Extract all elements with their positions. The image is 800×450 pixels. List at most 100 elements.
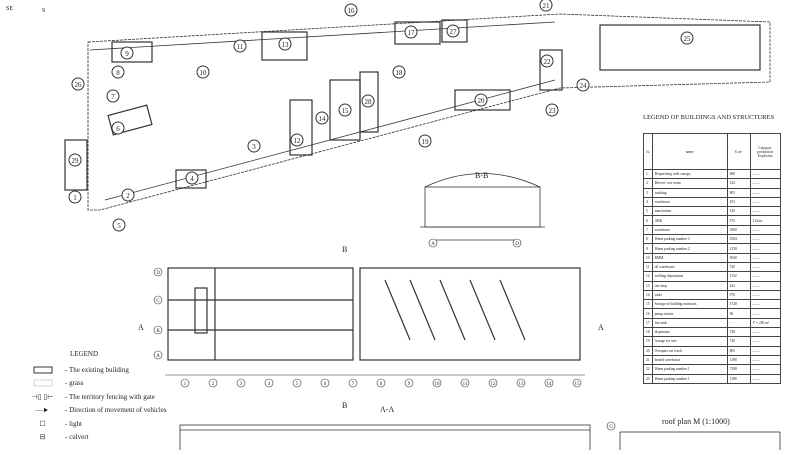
section-bb-title: B-B — [475, 171, 488, 180]
svg-text:16: 16 — [348, 7, 356, 15]
building-number-markers: 1 2 3 4 5 6 7 8 9 10 11 12 13 14 15 16 1… — [68, 0, 694, 232]
cell-number: 14 — [643, 289, 653, 301]
marker-25: 25 — [680, 31, 694, 45]
cell-number: 10 — [643, 252, 653, 263]
svg-text:B: B — [342, 245, 347, 254]
column-axis-label: 2 — [212, 382, 215, 387]
cell-number: 23 — [643, 373, 653, 384]
column-axis-marker — [292, 378, 302, 388]
cell-name: RMM — [651, 252, 728, 263]
cell-name: dispensary — [651, 327, 728, 338]
svg-text:9: 9 — [125, 50, 129, 58]
cell-area: 432 — [726, 280, 751, 291]
cell-area: 453 — [726, 196, 751, 208]
marker-13: 13 — [278, 37, 292, 51]
cell-name: Storage of building materials — [651, 299, 728, 310]
svg-text:11: 11 — [237, 43, 244, 51]
cell-area: 2158 — [726, 243, 751, 254]
svg-text:18: 18 — [396, 69, 404, 77]
svg-text:17: 17 — [408, 29, 416, 37]
column-axis-label: 5 — [296, 382, 299, 387]
cell-category: —— — [749, 196, 781, 208]
site-boundary — [87, 13, 771, 211]
svg-text:A: A — [431, 242, 435, 247]
svg-text:3: 3 — [252, 143, 256, 151]
column-axis-marker — [516, 378, 526, 388]
svg-text:13: 13 — [282, 41, 290, 49]
marker-14: 14 — [315, 111, 329, 125]
marker-26: 26 — [71, 77, 85, 91]
grass-icon — [20, 379, 65, 387]
cell-number: 9 — [643, 243, 653, 254]
cell-name: welding department — [651, 271, 728, 282]
marker-23: 23 — [545, 103, 559, 117]
svg-text:A: A — [598, 323, 604, 332]
cell-name: Overpass car wash — [651, 345, 728, 356]
column-axis-marker — [432, 378, 442, 388]
svg-text:2: 2 — [126, 192, 130, 200]
cell-category: —— — [749, 289, 781, 301]
roof-plan-title: roof plan M (1:1000) — [662, 417, 730, 426]
buildings-table: № name S, m² Category production Explosi… — [643, 133, 781, 384]
marker-29: 29 — [68, 153, 82, 167]
marker-16: 16 — [344, 3, 358, 17]
cell-name: Warm parking number 2 — [651, 243, 728, 254]
svg-text:A: A — [138, 323, 144, 332]
section-aa-drawing — [179, 424, 591, 450]
cell-category: —— — [749, 336, 781, 347]
compass-s: S — [42, 8, 45, 14]
marker-9: 9 — [120, 46, 134, 60]
cell-area: 1800 — [726, 224, 751, 236]
section-bb-drawing — [420, 173, 545, 241]
marker-6: 6 — [111, 121, 125, 135]
cell-name: oil warehouse — [651, 261, 728, 273]
column-axis-marker — [208, 378, 218, 388]
legend-item-culvert: ⊟ - culvert — [20, 431, 200, 445]
cell-number: 8 — [643, 234, 653, 245]
cell-name: ABK — [651, 215, 728, 226]
marker-1: 1 — [68, 190, 82, 204]
cell-number: 7 — [643, 224, 653, 236]
column-axis-label: 9 — [408, 382, 411, 387]
marker-8: 8 — [111, 65, 125, 79]
svg-text:7: 7 — [111, 93, 115, 101]
marker-20: 20 — [474, 93, 488, 107]
cell-name: Warm parking number 1 — [651, 364, 728, 375]
column-axis-label: 14 — [547, 382, 553, 387]
cell-number: 20 — [643, 345, 653, 356]
cell-category: —— — [749, 364, 781, 375]
svg-text:8: 8 — [116, 69, 120, 77]
svg-text:21: 21 — [543, 2, 551, 10]
header-number: № — [643, 133, 653, 170]
cell-number: 18 — [643, 327, 653, 338]
column-axis-label: 11 — [463, 382, 468, 387]
marker-5: 5 — [112, 218, 126, 232]
marker-4: 4 — [185, 171, 199, 185]
column-axis-label: 4 — [268, 382, 271, 387]
svg-text:28: 28 — [365, 98, 373, 106]
cell-category: —— — [749, 261, 781, 273]
cell-area: 1728 — [726, 299, 751, 310]
cell-area: 720 — [726, 261, 751, 273]
svg-text:C: C — [156, 299, 160, 304]
column-axis-marker — [180, 378, 190, 388]
cell-number: 4 — [643, 196, 653, 208]
column-axis-label: 15 — [575, 382, 581, 387]
cell-number: 17 — [643, 317, 653, 329]
floor-plan-row-axes: D C B A — [153, 267, 163, 360]
legend-item-direction: —► - Direction of movement of vehicles — [20, 404, 200, 418]
cell-name: tire shop — [651, 280, 728, 291]
cell-name: Warm parking number 3 — [651, 234, 728, 245]
column-axis-label: 12 — [491, 382, 497, 387]
cell-name: transformer — [651, 206, 728, 217]
cell-category: —— — [749, 168, 781, 180]
buildings-table-title: LEGEND OF BUILDINGS AND STRUCTURES — [643, 114, 775, 121]
roof-plan-drawing — [619, 431, 781, 450]
cell-category: —— — [749, 206, 781, 217]
